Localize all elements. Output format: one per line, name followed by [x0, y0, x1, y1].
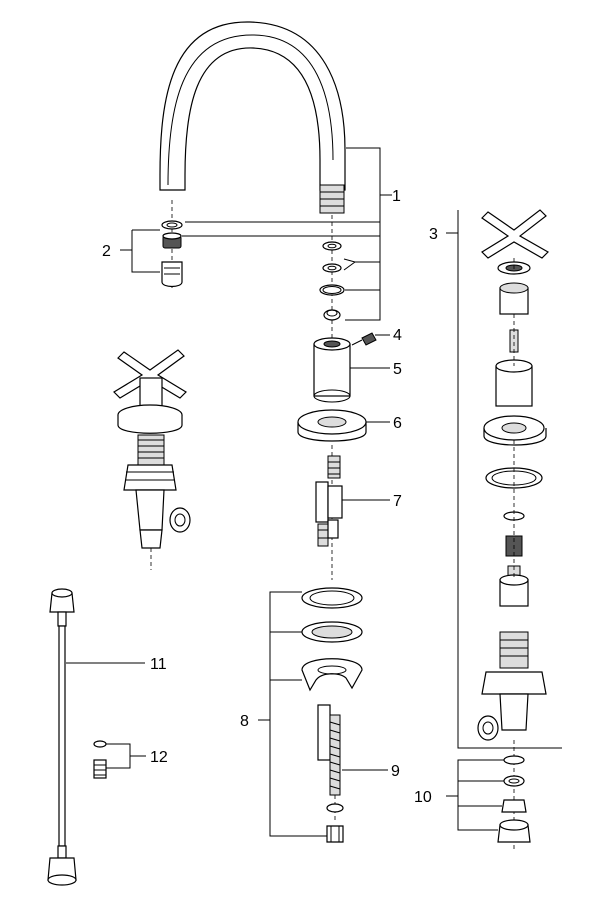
aerator-set: [161, 220, 183, 288]
spout: [159, 21, 346, 340]
callout-12: 12: [150, 749, 168, 766]
mounting-hardware: [301, 587, 363, 692]
spout-sleeve: [313, 337, 351, 403]
callout-1-leader: [185, 147, 392, 321]
callout-10: 10: [414, 789, 432, 806]
flex-hose: [47, 588, 77, 886]
callout-2: 2: [102, 243, 111, 260]
diverter-cartridge: [315, 445, 343, 580]
callout-11: 11: [150, 656, 167, 673]
callout-9: 9: [391, 763, 400, 780]
callout-12-leader: [106, 743, 146, 769]
assembled-valve: [113, 349, 191, 570]
spout-washers: [319, 241, 345, 321]
threaded-rod: [317, 704, 344, 843]
callout-2-leader: [120, 229, 380, 273]
callout-8: 8: [240, 713, 249, 730]
exploded-valve: [446, 209, 562, 749]
callout-6: 6: [393, 415, 402, 432]
callout-10-leader: [446, 759, 504, 831]
callout-7: 7: [393, 493, 402, 510]
set-screw: [351, 332, 377, 346]
callout-1: 1: [392, 188, 401, 205]
base-flange: [297, 409, 367, 442]
callout-8-leader: [258, 591, 327, 837]
filter-set: [93, 740, 107, 779]
callout-4: 4: [393, 327, 402, 344]
callout-5: 5: [393, 361, 402, 378]
callout-3: 3: [429, 226, 438, 243]
connector-set: [497, 740, 531, 850]
